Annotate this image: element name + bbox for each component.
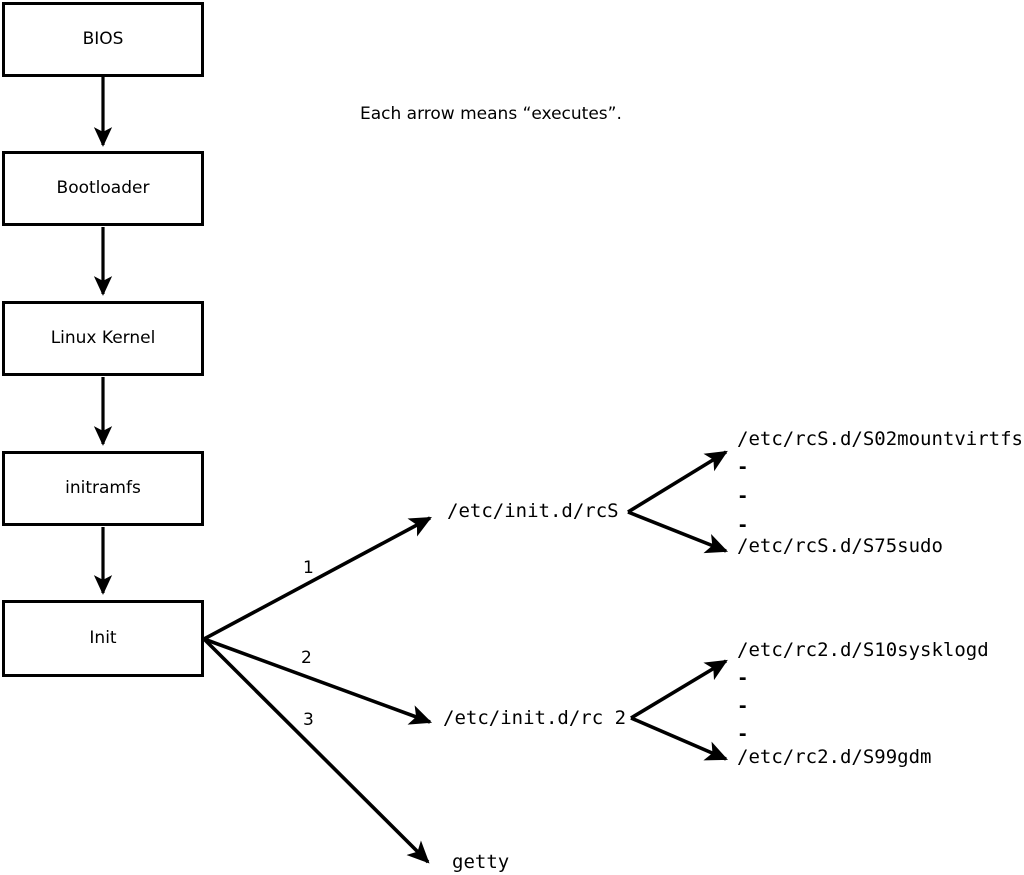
node-initramfs[interactable]: initramfs <box>2 451 204 526</box>
script-rc2-last[interactable]: /etc/rc2.d/S99gdm <box>737 746 932 768</box>
script-rc2-first[interactable]: /etc/rc2.d/S10sysklogd <box>737 639 989 661</box>
node-linux-kernel-label: Linux Kernel <box>50 328 156 348</box>
node-init-d-rcs[interactable]: /etc/init.d/rcS <box>447 500 619 522</box>
node-getty[interactable]: getty <box>452 851 510 873</box>
rc2-ellipsis-dash-2: - <box>737 695 749 717</box>
node-bios[interactable]: BIOS <box>2 2 204 77</box>
init-fanout-arrows <box>202 516 433 864</box>
script-rcs-last[interactable]: /etc/rcS.d/S75sudo <box>737 535 943 557</box>
node-init-label: Init <box>89 628 117 648</box>
edge-number-2: 2 <box>301 648 312 668</box>
rcs-branch-arrows <box>627 450 729 554</box>
node-init[interactable]: Init <box>2 600 204 677</box>
node-initramfs-label: initramfs <box>65 478 141 498</box>
rcs-ellipsis-dash-1: - <box>737 456 749 478</box>
rc2-ellipsis-dash-3: - <box>737 723 749 745</box>
rcs-ellipsis-dash-2: - <box>737 485 749 507</box>
rc2-branch-arrows <box>630 659 728 761</box>
script-rcs-first[interactable]: /etc/rcS.d/S02mountvirtfs <box>737 428 1023 450</box>
node-init-d-rc2[interactable]: /etc/init.d/rc 2 <box>443 707 627 729</box>
rc2-ellipsis-dash-1: - <box>737 667 749 689</box>
node-bootloader[interactable]: Bootloader <box>2 151 204 226</box>
node-bios-label: BIOS <box>82 29 124 49</box>
node-linux-kernel[interactable]: Linux Kernel <box>2 301 204 376</box>
rcs-ellipsis-dash-3: - <box>737 514 749 536</box>
edge-number-1: 1 <box>303 558 314 578</box>
node-bootloader-label: Bootloader <box>56 178 150 198</box>
diagram-caption: Each arrow means “executes”. <box>360 104 622 124</box>
edge-number-3: 3 <box>303 710 314 730</box>
